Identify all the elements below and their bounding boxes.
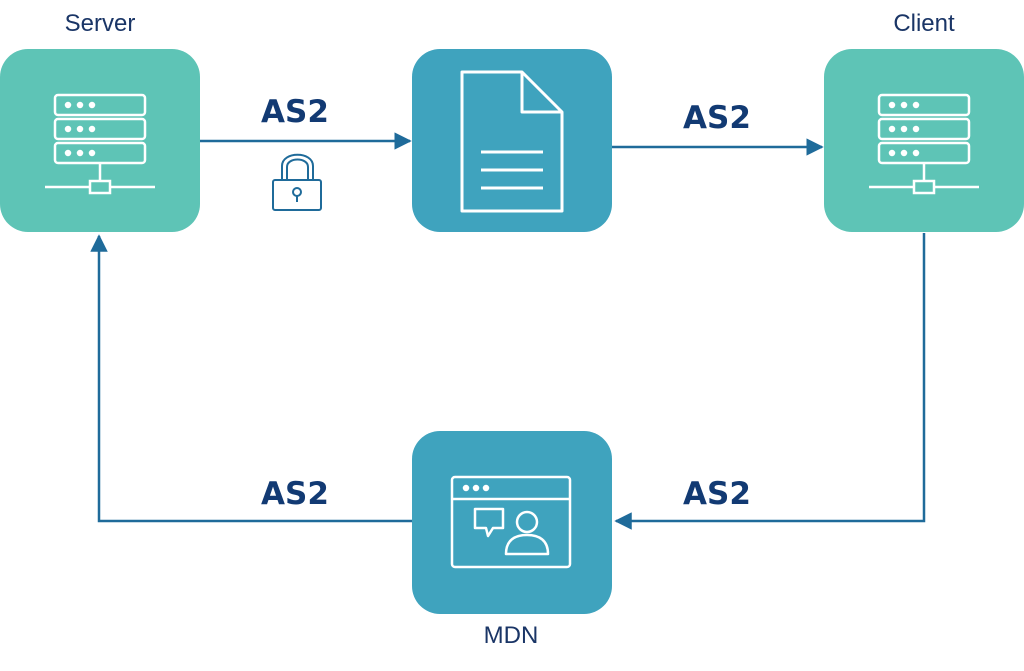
lock-icon [272, 153, 322, 211]
chat-user-window-icon [450, 475, 572, 569]
edge-label-server-document: AS2 [261, 94, 329, 130]
mdn-label: MDN [483, 622, 539, 649]
server-rack-icon [869, 93, 979, 195]
document-node [412, 49, 612, 232]
client-label: Client [893, 10, 955, 37]
edge-label-client-mdn: AS2 [683, 476, 751, 512]
document-icon [460, 70, 564, 213]
edge-label-mdn-server: AS2 [261, 476, 329, 512]
client-node [824, 49, 1024, 232]
server-rack-icon [45, 93, 155, 195]
arrow-client-to-mdn [614, 233, 926, 530]
mdn-node [412, 431, 612, 614]
edge-label-document-client: AS2 [683, 100, 751, 136]
server-node [0, 49, 200, 232]
server-label: Server [64, 10, 136, 37]
arrow-mdn-to-server [90, 234, 412, 523]
